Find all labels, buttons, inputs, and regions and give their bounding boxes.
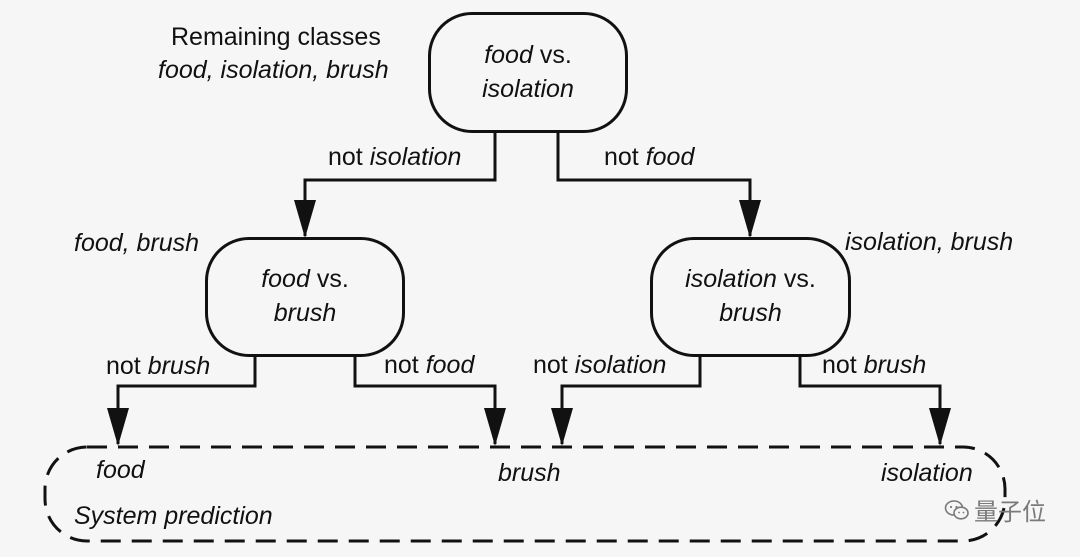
- watermark: 量子位: [944, 492, 1046, 527]
- left-node: food vs. brush: [205, 237, 405, 357]
- edge-label-right-left-not: not: [533, 351, 575, 379]
- remaining-classes-title: Remaining classes: [171, 23, 381, 51]
- arrow-left-right: [484, 408, 506, 446]
- left-node-class-b: brush: [273, 299, 337, 327]
- output-isolation: isolation: [881, 459, 973, 487]
- left-node-class-a: food: [261, 265, 310, 294]
- edge-label-left-right-not: not: [384, 351, 426, 379]
- system-prediction-label: System prediction: [74, 502, 273, 530]
- left-node-line1: food vs.: [261, 263, 349, 297]
- edge-label-root-right-not: not: [604, 143, 646, 171]
- edge-label-right-left-class: isolation: [574, 351, 667, 379]
- edge-label-left-right-class: food: [425, 351, 475, 379]
- edge-label-left-left-class: brush: [147, 352, 211, 380]
- arrow-right-right: [929, 408, 951, 446]
- edge-label-left-left-not: not: [106, 352, 148, 380]
- edge-label-root-right: not food: [604, 145, 694, 170]
- right-node-class-b: brush: [719, 299, 782, 327]
- root-node-class-a: food: [484, 40, 533, 69]
- edge-label-right-right-class: brush: [863, 351, 927, 379]
- edge-label-right-right: not brush: [822, 353, 926, 378]
- watermark-text: 量子位: [974, 499, 1046, 526]
- left-node-vs: vs.: [309, 265, 349, 294]
- output-brush: brush: [498, 459, 561, 487]
- right-node-class-a: isolation: [685, 265, 777, 294]
- root-node-class-b: isolation: [482, 74, 574, 103]
- root-node: food vs. isolation: [428, 12, 628, 133]
- root-node-vs: vs.: [532, 40, 572, 69]
- edge-label-right-left: not isolation: [533, 353, 666, 378]
- wechat-icon: [944, 499, 969, 520]
- edge-label-right-right-not: not: [822, 351, 864, 379]
- arrow-root-right: [739, 200, 761, 238]
- right-node-vs: vs.: [776, 265, 816, 294]
- output-food: food: [96, 456, 145, 484]
- edge-label-root-left-not: not: [328, 143, 370, 171]
- edge-label-root-left-class: isolation: [369, 143, 462, 171]
- edge-label-root-left: not isolation: [328, 145, 461, 170]
- edge-label-left-left: not brush: [106, 354, 210, 379]
- right-group-label: isolation, brush: [845, 228, 1014, 256]
- edge-label-left-right: not food: [384, 353, 474, 378]
- root-node-line1: food vs.: [484, 39, 572, 73]
- remaining-classes-list: food, isolation, brush: [158, 56, 389, 84]
- arrow-root-left: [294, 200, 316, 238]
- arrow-left-left: [107, 408, 129, 446]
- right-node: isolation vs. brush: [650, 237, 851, 357]
- arrow-right-left: [551, 408, 573, 446]
- system-prediction-box: [43, 445, 1007, 543]
- right-node-line1: isolation vs.: [685, 263, 816, 297]
- edge-label-root-right-class: food: [645, 143, 695, 171]
- left-group-label: food, brush: [74, 229, 200, 257]
